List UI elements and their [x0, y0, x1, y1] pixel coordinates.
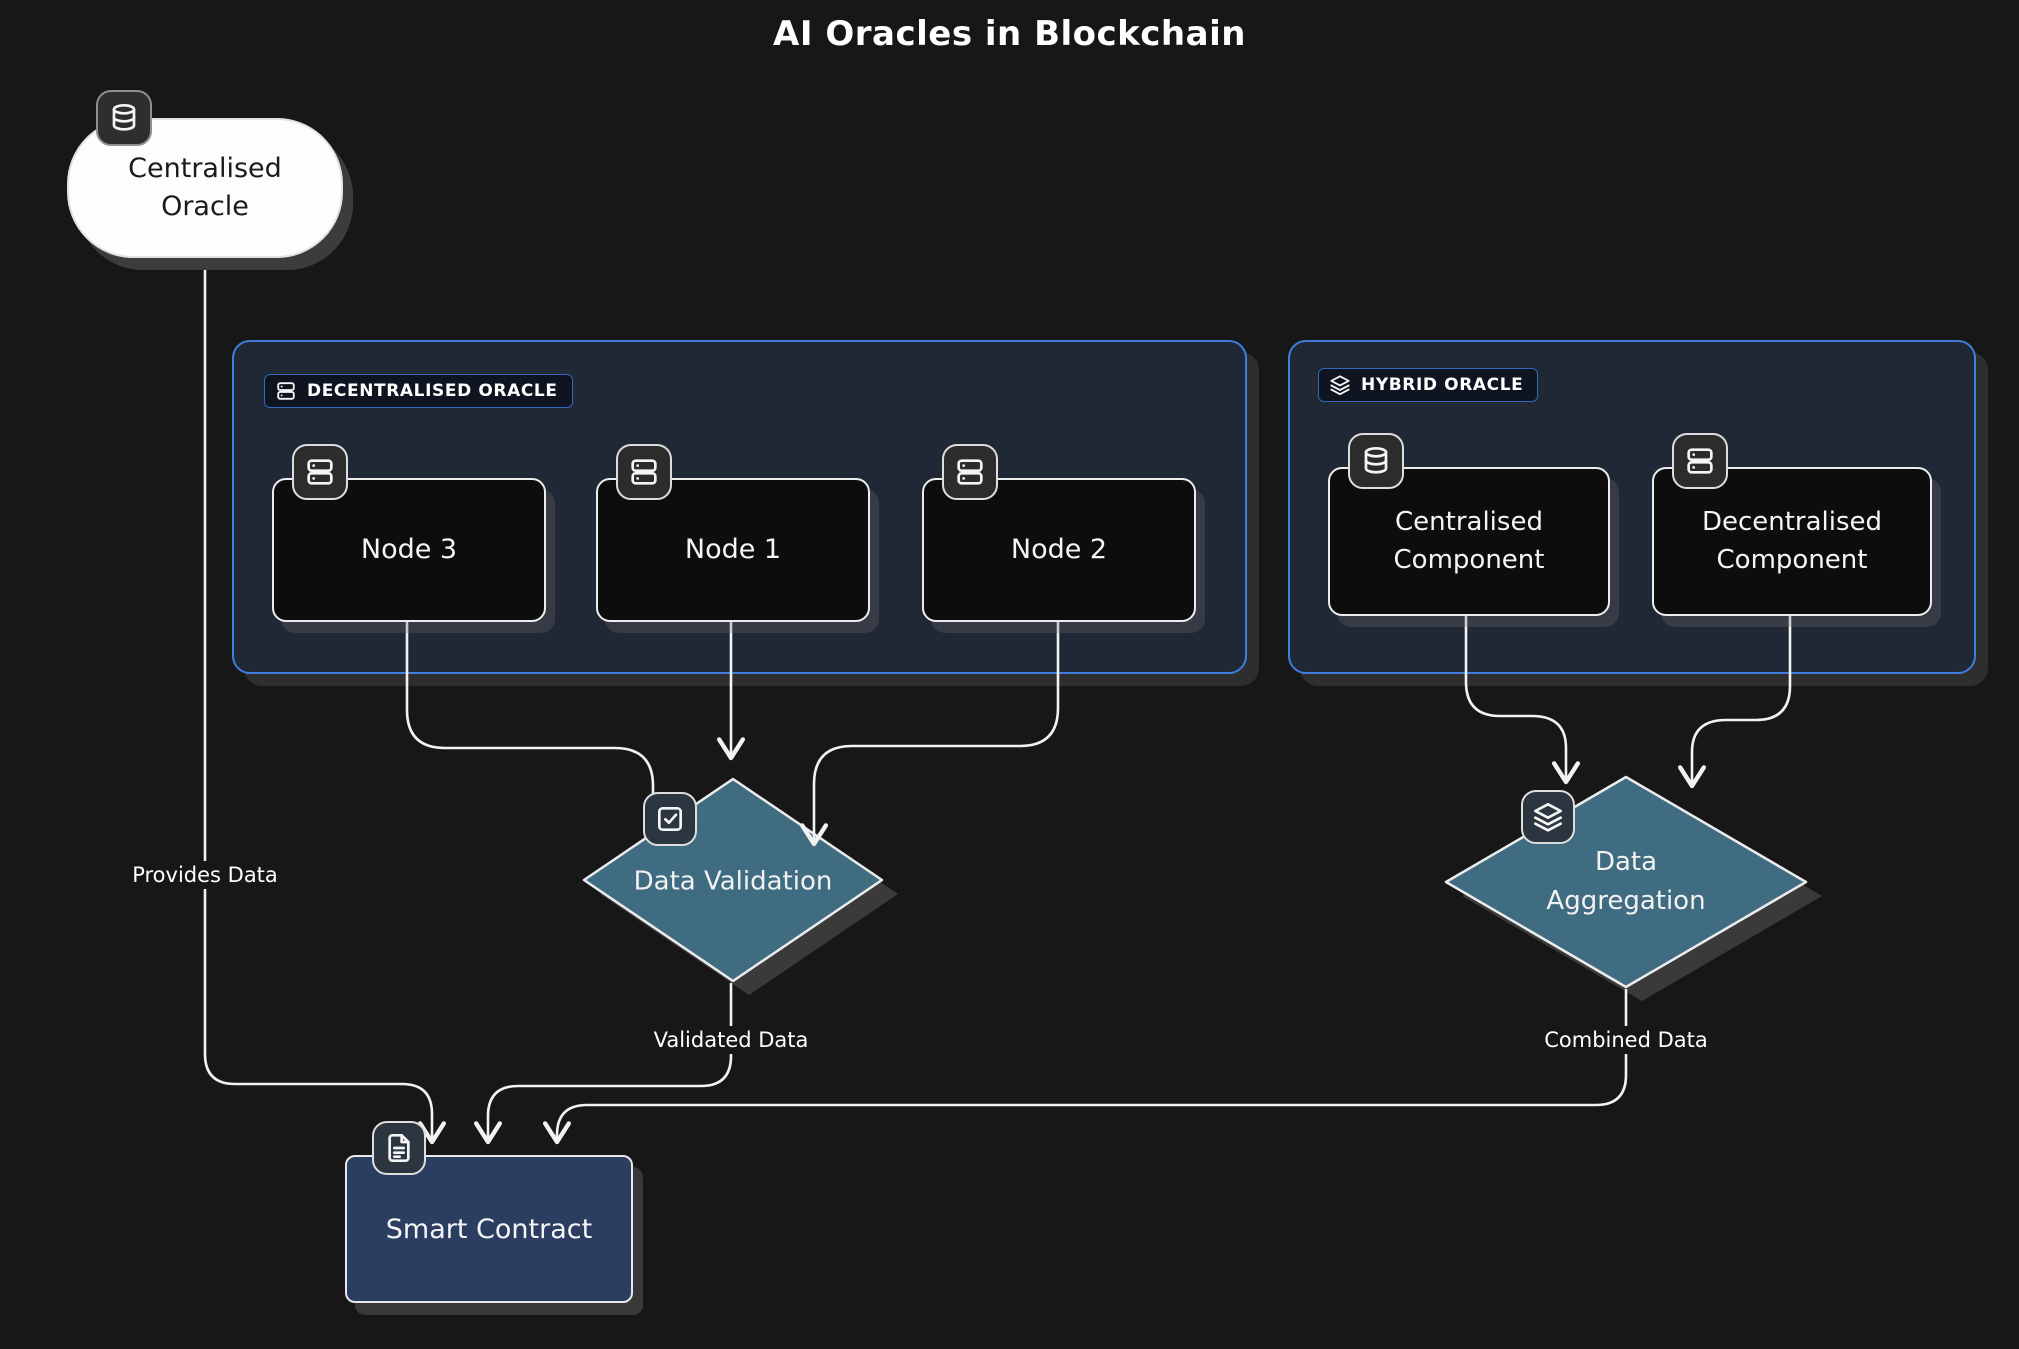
group-label-hybrid-oracle: HYBRID ORACLE [1318, 368, 1539, 402]
node-smart-contract: Smart Contract [345, 1155, 633, 1303]
node-node1: Node 1 [596, 478, 870, 622]
edge-label-provides-data: Provides Data [124, 861, 286, 889]
layers-icon [1521, 790, 1575, 844]
node-label: Node 1 [684, 534, 782, 566]
node-label: Node 3 [360, 534, 458, 566]
node-label: Data Aggregation [1546, 847, 1706, 916]
edge-combined-data [542, 988, 1628, 1145]
page-title: AI Oracles in Blockchain [773, 14, 1246, 54]
edge-label-validated-data: Validated Data [645, 1026, 817, 1054]
server-icon [277, 382, 295, 400]
group-label-decentralised-oracle: DECENTRALISED ORACLE [264, 374, 573, 408]
node-centralised-component: Centralised Component [1328, 467, 1610, 616]
server-icon [616, 444, 672, 500]
node-centralised-oracle: Centralised Oracle [67, 118, 343, 258]
server-icon [292, 444, 348, 500]
group-label-text: HYBRID ORACLE [1361, 375, 1524, 395]
edge-label-combined-data: Combined Data [1536, 1026, 1716, 1054]
group-label-text: DECENTRALISED ORACLE [307, 381, 558, 401]
server-icon [942, 444, 998, 500]
layers-icon [1330, 375, 1350, 396]
node-decentralised-component: Decentralised Component [1652, 467, 1932, 616]
edge-validated-data [473, 982, 733, 1145]
node-data-aggregation: Data Aggregation [1526, 843, 1726, 921]
node-label: Node 2 [1010, 534, 1108, 566]
node-data-validation: Data Validation [634, 863, 833, 902]
node-label: Data Validation [633, 866, 833, 897]
database-icon [96, 90, 152, 146]
node-label: Smart Contract [385, 1213, 593, 1245]
node-label: Decentralised Component [1701, 506, 1883, 575]
node-label: Centralised Component [1393, 506, 1545, 575]
server-icon [1672, 433, 1728, 489]
database-icon [1348, 433, 1404, 489]
file-text-icon [372, 1121, 426, 1175]
check-square-icon [643, 792, 697, 846]
node-node2: Node 2 [922, 478, 1196, 622]
node-label: Centralised Oracle [128, 153, 282, 222]
